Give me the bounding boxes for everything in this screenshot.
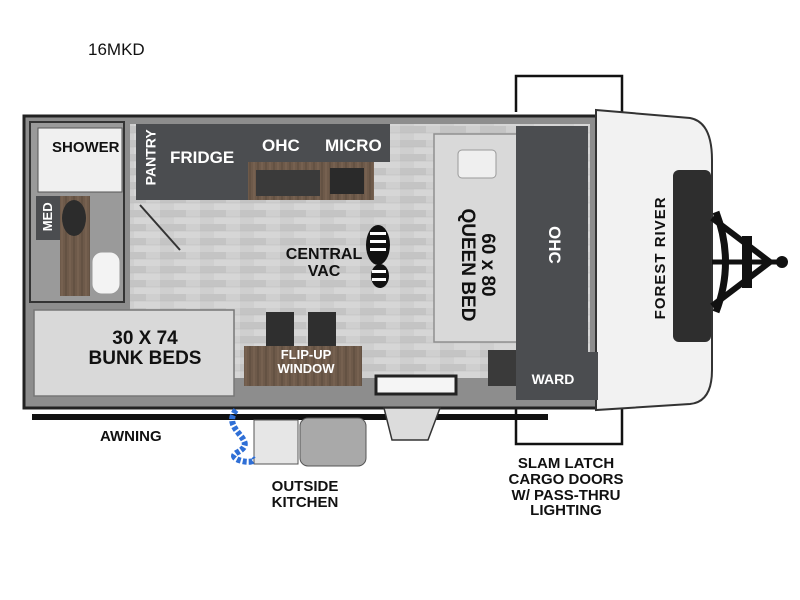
med-cabinet [36,196,60,240]
label-fridge: FRIDGE [170,148,235,167]
entry-door-swing [139,204,181,251]
hitch [710,210,788,314]
ohc-micro-cabinet [248,124,390,162]
toilet [91,251,121,295]
wardrobe-slot [488,350,516,386]
label-shower: SHOWER [52,139,120,156]
label-central-vac: CENTRAL VAC [285,246,363,280]
water-hose [229,408,257,465]
label-pantry: PANTRY [142,129,159,186]
wardrobe [516,352,598,400]
label-ohc-front: OHC [544,226,564,264]
outside-kitchen-tank [299,417,367,467]
dinette-seat-right [308,312,336,346]
floor-hatch [374,374,458,396]
fridge-cabinet [166,124,248,200]
label-ward: WARD [531,371,575,387]
label-med: MED [40,202,56,232]
label-queen-bed: 60 x 80 QUEEN BED [457,208,498,322]
cooktop [330,168,364,194]
front-ohc-cabinet [516,126,588,352]
footprint-icon [366,225,390,288]
model-number: 16MKD [88,40,145,59]
pantry-cabinet [136,124,166,200]
outside-kitchen-unit [253,419,299,465]
label-cargo-doors: SLAM LATCH CARGO DOORS W/ PASS-THRU LIGH… [508,455,624,520]
label-bunk-beds: 30 X 74 BUNK BEDS [88,328,202,369]
front-window [673,170,711,342]
dinette-table [244,346,362,386]
label-awning: AWNING [100,428,162,445]
shower-pan [37,127,123,193]
dinette-seat-left [266,312,294,346]
kitchen-sink [256,170,320,196]
label-micro: MICRO [325,136,382,155]
bunk-bed [33,309,235,397]
front-frame-lines [514,74,624,446]
sink [62,200,86,236]
brand-logo: FOREST RIVER [652,196,670,320]
label-outside-kitchen: OUTSIDE KITCHEN [271,478,339,511]
pass-thru-rack [383,407,442,441]
label-ohc-kitchen: OHC [262,136,300,155]
label-flip-up-window: FLIP-UP WINDOW [277,347,335,376]
pillow [457,149,497,179]
